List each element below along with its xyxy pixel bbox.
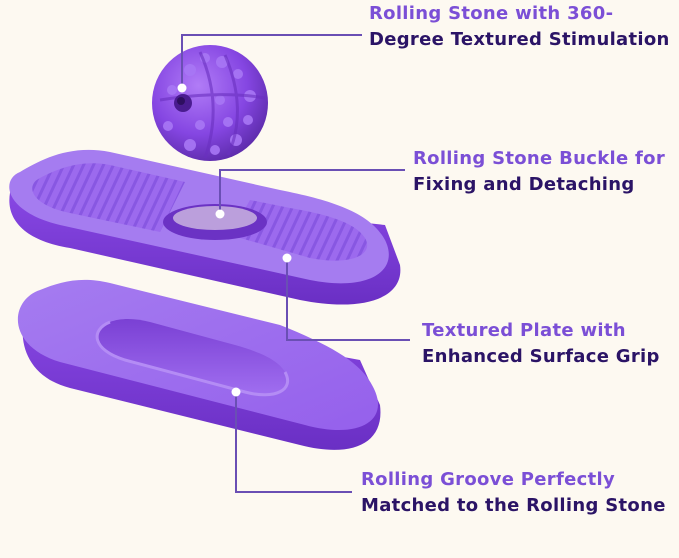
leader-lines bbox=[181, 34, 410, 493]
leader-dots bbox=[177, 83, 292, 397]
callout-rolling-stone: Rolling Stone with 360- Degree Textured … bbox=[369, 1, 670, 53]
rolling-stone-ball bbox=[152, 45, 268, 161]
callout-rolling-stone-detail: Degree Textured Stimulation bbox=[369, 29, 670, 50]
callout-rolling-stone-heading: Rolling Stone with 360- bbox=[369, 3, 614, 24]
callout-buckle-detail: Fixing and Detaching bbox=[413, 174, 635, 195]
callout-rolling-groove-heading: Rolling Groove Perfectly bbox=[361, 469, 615, 490]
callout-buckle-heading: Rolling Stone Buckle for bbox=[413, 148, 666, 169]
groove-plate bbox=[17, 279, 381, 450]
callout-rolling-groove-detail: Matched to the Rolling Stone bbox=[361, 495, 666, 516]
callout-textured-plate-heading: Textured Plate with bbox=[422, 320, 626, 341]
groove-channel bbox=[97, 319, 288, 395]
callout-buckle: Rolling Stone Buckle for Fixing and Deta… bbox=[413, 146, 665, 198]
textured-plate-ridges bbox=[32, 163, 185, 232]
textured-plate bbox=[9, 149, 401, 305]
callout-textured-plate: Textured Plate with Enhanced Surface Gri… bbox=[422, 318, 660, 370]
callout-rolling-groove: Rolling Groove Perfectly Matched to the … bbox=[361, 467, 666, 519]
callout-textured-plate-detail: Enhanced Surface Grip bbox=[422, 346, 660, 367]
